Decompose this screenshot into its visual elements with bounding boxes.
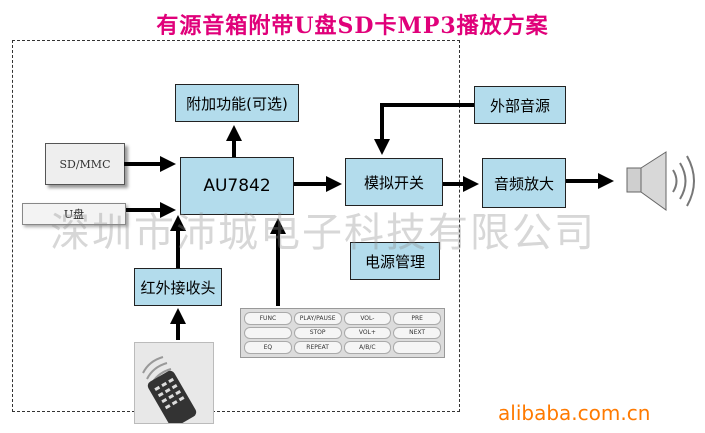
remote-key: VOL-: [343, 312, 392, 325]
remote-key: [393, 341, 441, 354]
remote-icon: [142, 356, 197, 428]
remote-key: PRE: [393, 312, 441, 325]
remote-key: [244, 326, 292, 340]
addon-function-box: 附加功能(可选): [175, 84, 299, 122]
diagram-title: 有源音箱附带U盘SD卡MP3播放方案: [156, 13, 549, 39]
remote-control-photo: [134, 342, 214, 428]
remote-key: STOP: [293, 326, 342, 340]
company-watermark: 深圳市沛城电子科技有限公司: [50, 210, 596, 256]
alibaba-watermark: alibaba.com.cn: [498, 401, 651, 425]
au7842-chip-box: AU7842: [180, 157, 294, 215]
remote-key: VOL+: [343, 326, 392, 340]
ir-receiver-box: 红外接收头: [134, 268, 222, 306]
remote-key: EQ: [244, 341, 292, 354]
remote-key: NEXT: [393, 326, 441, 340]
usb-drive: U盘: [22, 203, 126, 225]
remote-key: REPEAT: [293, 341, 342, 354]
remote-key: FUNC: [244, 312, 292, 325]
power-management-box: 电源管理: [350, 242, 440, 280]
remote-key-panel: FUNC PLAY/PAUSE VOL- PRE STOP VOL+ NEXT …: [240, 308, 445, 358]
sd-card-label: SD/MMC: [59, 157, 111, 171]
remote-key: A/B/C: [343, 341, 392, 354]
external-audio-box: 外部音源: [474, 86, 566, 124]
analog-switch-box: 模拟开关: [345, 158, 443, 206]
arrow-external-to-switch: [374, 103, 474, 155]
usb-label: U盘: [63, 208, 85, 221]
speaker-icon: [626, 151, 695, 211]
module-boundary: [12, 40, 460, 412]
remote-key: PLAY/PAUSE: [293, 312, 342, 325]
sd-mmc-card: SD/MMC: [45, 143, 125, 185]
amplifier-box: 音频放大: [482, 158, 566, 208]
